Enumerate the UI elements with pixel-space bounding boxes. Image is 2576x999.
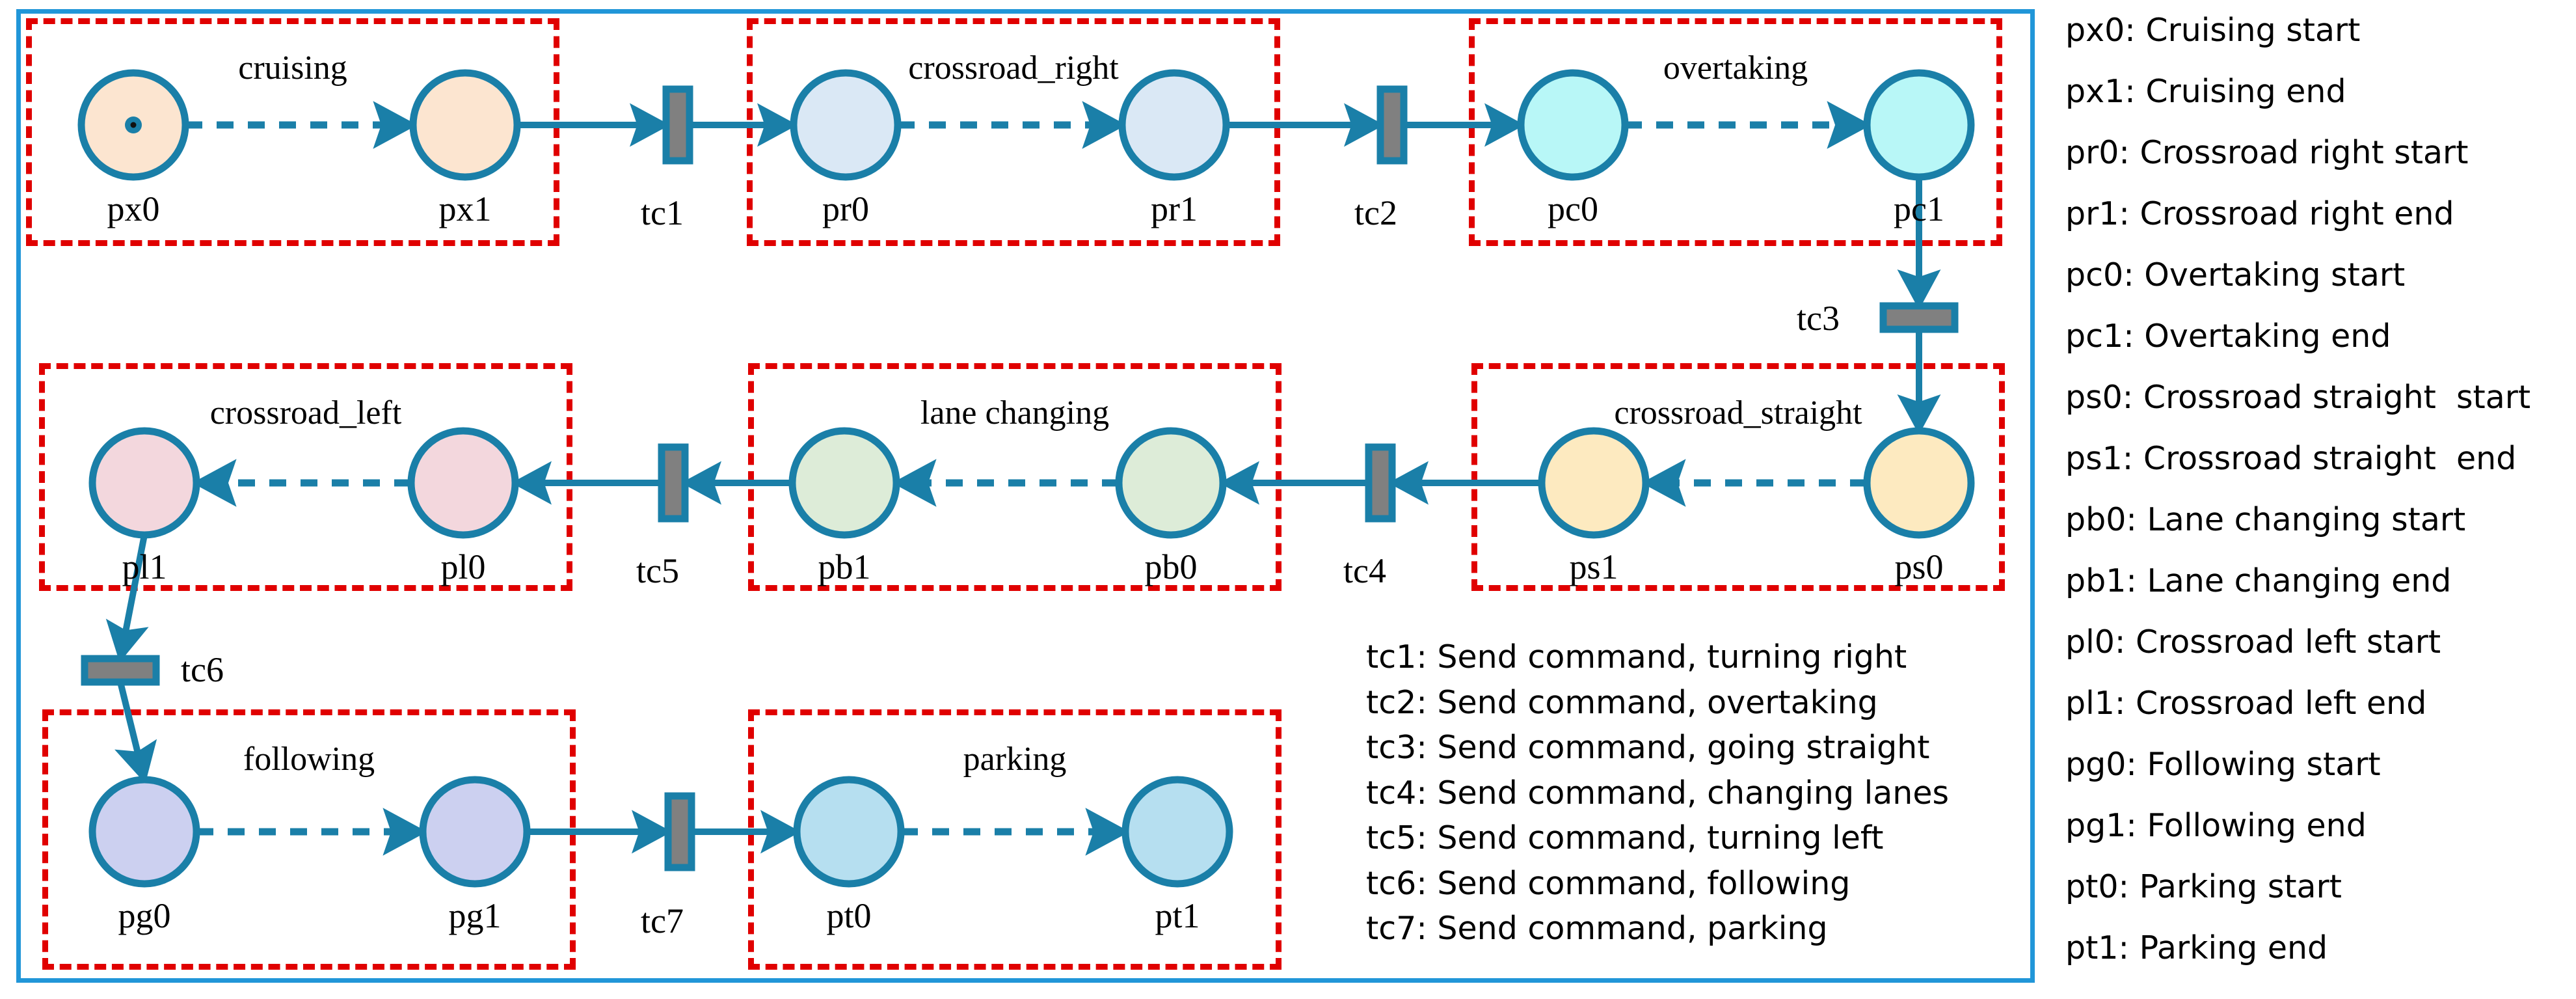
group-title-following: following [243, 741, 375, 778]
place-legend-item: pl0: Crossroad left start [2065, 623, 2441, 661]
place-legend-item: px1: Cruising end [2065, 73, 2346, 110]
place-label-px0: px0 [107, 189, 160, 228]
transition-label-tc6: tc6 [181, 650, 224, 689]
place-label-px1: px1 [438, 189, 492, 228]
group-title-parking: parking [963, 741, 1067, 778]
transition-legend: tc1: Send command, turning right tc2: Sen… [1366, 635, 2023, 951]
place-label-pc1: pc1 [1894, 189, 1944, 228]
place-legend-item: pc0: Overtaking start [2065, 256, 2406, 294]
group-box-cruising: cruising [26, 18, 559, 246]
transition-legend-item: tc2: Send command, overtaking [1366, 683, 1878, 721]
place-legend-item: pg1: Following end [2065, 807, 2367, 844]
transition-legend-item: tc1: Send command, turning right [1366, 638, 1907, 676]
group-box-following: following [42, 709, 576, 970]
place-legend-item: pg0: Following start [2065, 746, 2381, 783]
place-label-pr0: pr0 [822, 189, 869, 228]
place-legend-item: pl1: Crossroad left end [2065, 685, 2427, 722]
group-title-crossroad_left: crossroad_left [209, 394, 402, 431]
place-legend-item: pc1: Overtaking end [2065, 318, 2391, 355]
place-legend: px0: Cruising start px1: Cruising end pr0:… [2065, 14, 2573, 993]
group-box-lane_changing: lane changing [748, 363, 1281, 591]
group-box-crossroad_right: crossroad_right [747, 18, 1280, 246]
group-title-overtaking: overtaking [1663, 49, 1808, 87]
place-label-pg0: pg0 [118, 896, 171, 935]
transition-legend-item: tc5: Send command, turning left [1366, 819, 1884, 857]
place-label-pb1: pb1 [818, 547, 871, 586]
place-legend-item: ps1: Crossroad straight end [2065, 440, 2517, 477]
place-legend-item: pr1: Crossroad right end [2065, 195, 2454, 232]
transition-legend-item: tc6: Send command, following [1366, 864, 1851, 902]
place-legend-item: pt0: Parking start [2065, 868, 2342, 905]
transition-label-tc7: tc7 [641, 901, 684, 940]
group-box-crossroad_straight: crossroad_straight [1471, 363, 2005, 591]
place-label-pl1: pl1 [122, 547, 167, 586]
place-label-pl0: pl0 [440, 547, 486, 586]
group-title-lane_changing: lane changing [920, 394, 1110, 431]
place-legend-item: pb0: Lane changing start [2065, 501, 2466, 538]
place-legend-item: pt1: Parking end [2065, 929, 2328, 966]
transition-label-tc3: tc3 [1797, 299, 1840, 338]
group-box-crossroad_left: crossroad_left [39, 363, 572, 591]
place-legend-item: pb1: Lane changing end [2065, 562, 2452, 599]
place-label-pt0: pt0 [826, 896, 872, 935]
group-box-overtaking: overtaking [1469, 18, 2002, 246]
place-label-pc0: pc0 [1548, 189, 1598, 228]
place-label-pg1: pg1 [448, 896, 502, 935]
transition-label-tc1: tc1 [641, 193, 684, 232]
group-box-parking: parking [748, 709, 1281, 970]
transition-label-tc2: tc2 [1354, 193, 1397, 232]
place-label-ps0: ps0 [1894, 547, 1944, 586]
group-title-cruising: cruising [238, 49, 347, 87]
transition-label-tc4: tc4 [1343, 551, 1386, 590]
place-label-pb0: pb0 [1144, 547, 1198, 586]
group-title-crossroad_right: crossroad_right [908, 49, 1119, 87]
place-label-pt1: pt1 [1155, 896, 1200, 935]
transition-legend-item: tc4: Send command, changing lanes [1366, 774, 1950, 812]
place-label-ps1: ps1 [1569, 547, 1618, 586]
place-legend-item: px0: Cruising start [2065, 12, 2361, 49]
place-label-pr1: pr1 [1151, 189, 1198, 228]
place-legend-item: ps0: Crossroad straight start [2065, 379, 2531, 416]
transition-label-tc5: tc5 [636, 551, 679, 590]
transition-legend-item: tc7: Send command, parking [1366, 910, 1828, 948]
place-legend-item: pr0: Crossroad right start [2065, 134, 2469, 171]
diagram-outer-frame [16, 9, 2035, 983]
group-title-crossroad_straight: crossroad_straight [1614, 394, 1862, 431]
transition-legend-item: tc3: Send command, going straight [1366, 729, 1930, 767]
